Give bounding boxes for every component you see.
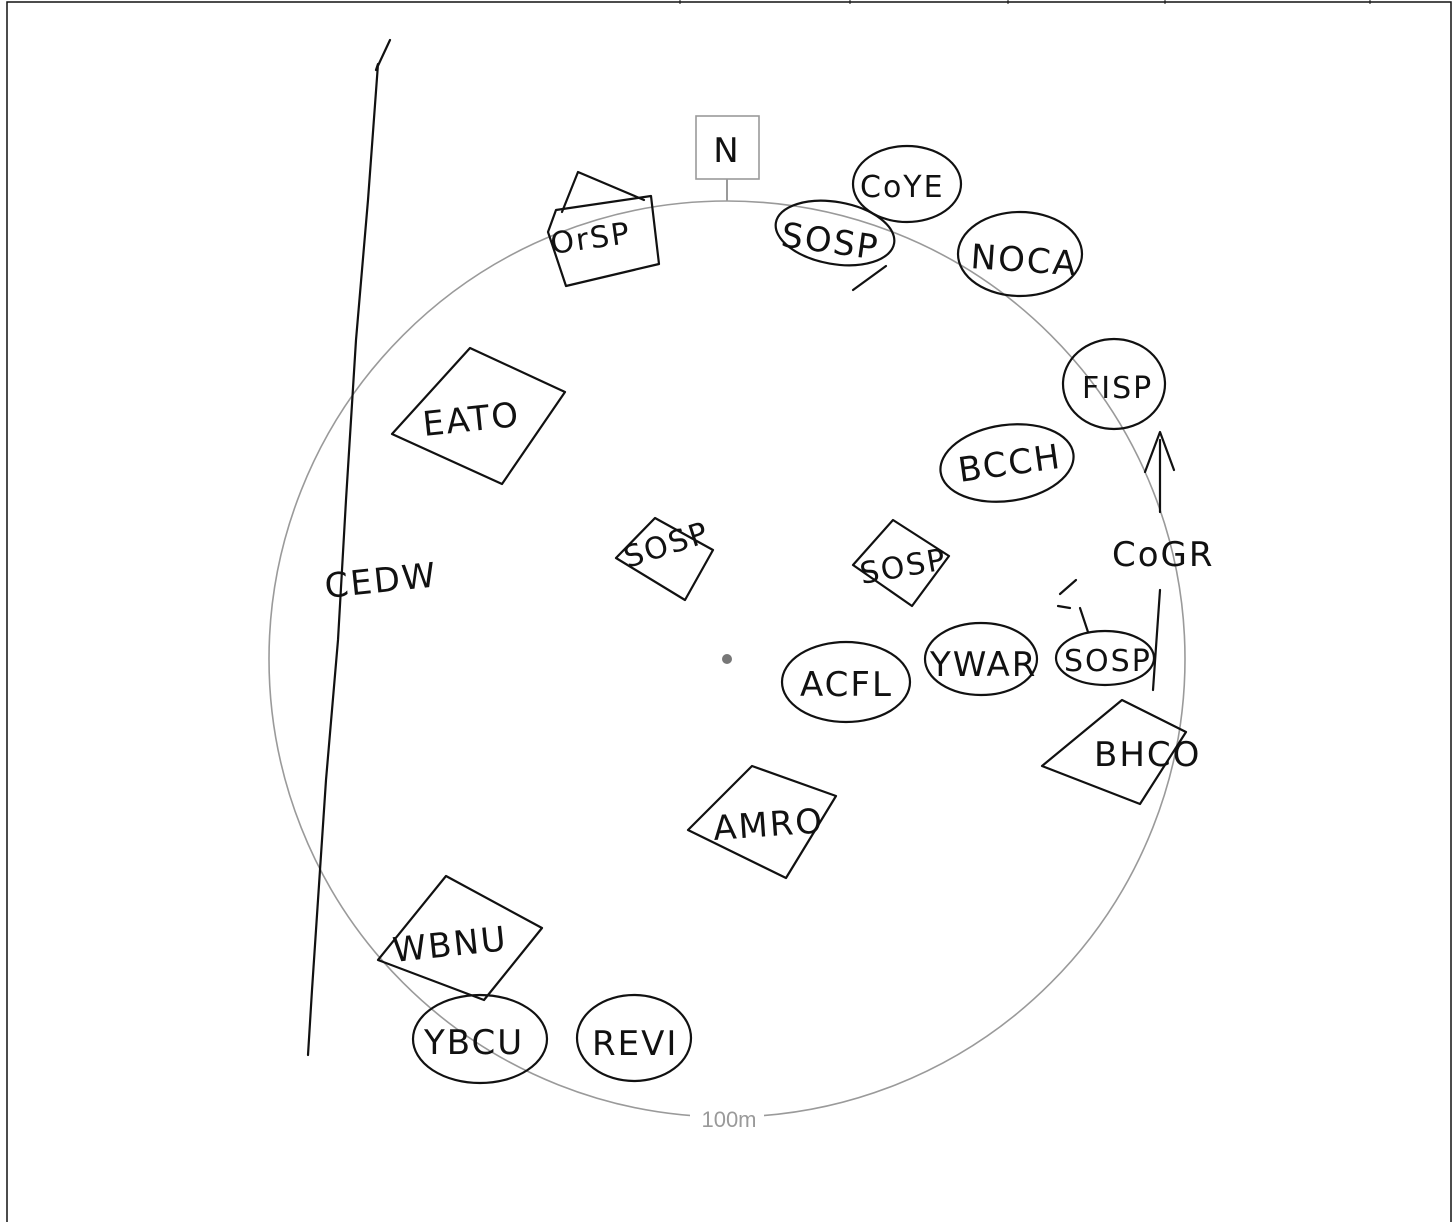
bird-code: NOCA — [969, 237, 1079, 284]
bird-marker-amro: AMRO — [686, 764, 838, 880]
center-point — [722, 654, 732, 664]
bird-marker-sosp-north: SOSP — [774, 199, 896, 292]
bird-marker-coye: CoYE — [851, 144, 963, 224]
bird-code: BCCH — [956, 437, 1064, 491]
bird-marker-bhco: BHCO — [1040, 698, 1201, 806]
bird-marker-sosp-center-left: SOSP — [614, 515, 715, 602]
north-label: N — [713, 131, 740, 171]
bird-marker-ybcu: YBCU — [411, 993, 549, 1085]
flight-arrow: CoGR — [1112, 430, 1215, 692]
bird-code: BHCO — [1094, 735, 1201, 775]
flight-label: CoGR — [1112, 535, 1215, 575]
bird-marker-bcch: BCCH — [939, 423, 1075, 503]
bird-marker-sosp-east: SOSP — [1054, 578, 1156, 687]
bird-code: YBCU — [423, 1023, 524, 1063]
bird-code: EATO — [421, 395, 522, 445]
bird-code: REVI — [592, 1024, 678, 1064]
bird-code: ACFL — [800, 665, 893, 705]
bird-marker-revi: REVI — [575, 993, 693, 1083]
bird-code: SOSP — [857, 542, 950, 592]
bird-code: SOSP — [1064, 644, 1152, 679]
scale-label-bg — [690, 1104, 764, 1132]
bird-marker-orsp: OrSP — [546, 170, 661, 288]
north-marker: N — [695, 115, 760, 201]
bird-marker-eato: EATO — [390, 346, 567, 486]
bird-code: WBNU — [391, 919, 510, 971]
bird-code: FISP — [1082, 371, 1153, 406]
bird-code: OrSP — [548, 216, 633, 262]
scale-label: 100m — [701, 1107, 756, 1132]
top-table-fragment — [679, 0, 1371, 4]
forest-edge-line — [306, 38, 392, 1057]
page-border — [6, 1, 1452, 1222]
bird-code: AMRO — [712, 801, 826, 849]
bird-marker-fisp: FISP — [1061, 337, 1167, 431]
bird-marker-ywar: YWAR — [923, 621, 1039, 697]
bird-marker-noca: NOCA — [956, 210, 1084, 298]
bird-marker-acfl: ACFL — [780, 640, 912, 724]
bird-marker-sosp-center-right: SOSP — [851, 518, 951, 608]
edge-label: CEDW — [323, 555, 440, 607]
bird-code: CoYE — [860, 170, 945, 205]
bird-code: YWAR — [929, 645, 1037, 685]
